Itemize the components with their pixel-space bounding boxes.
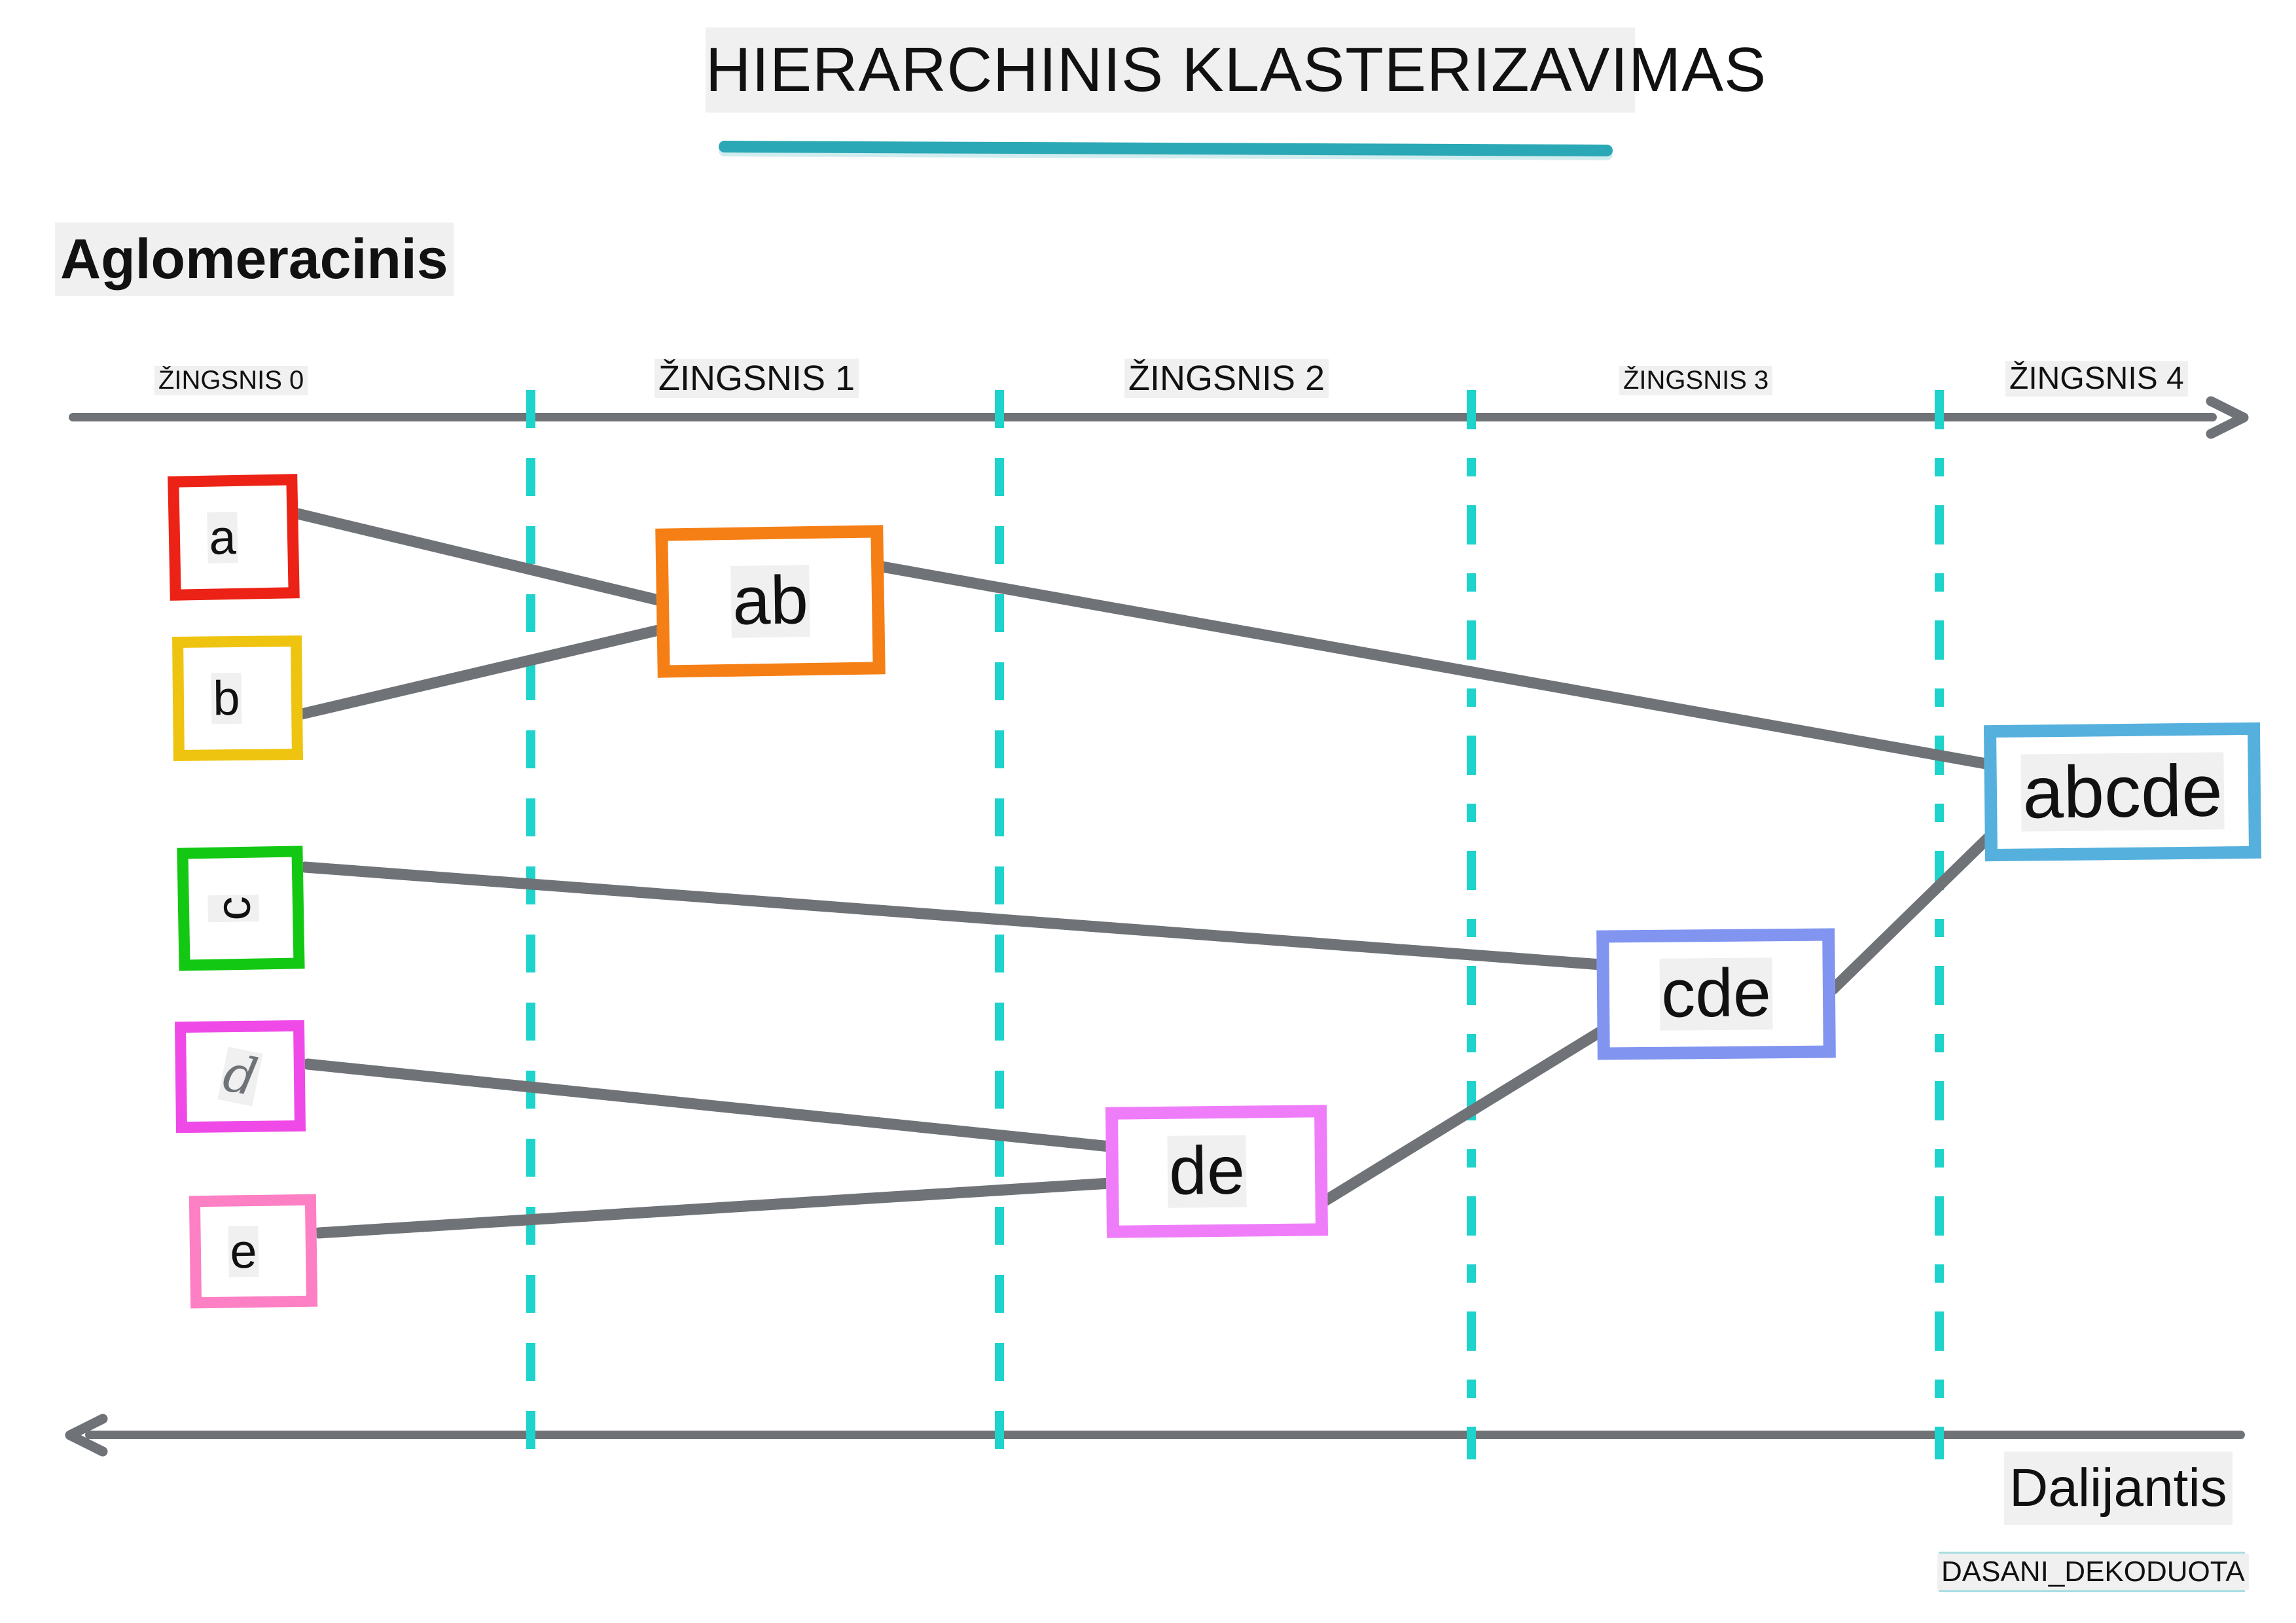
cluster-node-d[interactable]: d bbox=[174, 1020, 306, 1133]
section-heading-agglomerative: Aglomeracinis bbox=[55, 223, 454, 296]
page-title: HIERARCHINIS KLASTERIZAVIMAS bbox=[706, 27, 1766, 113]
cluster-node-cde[interactable]: cde bbox=[1596, 928, 1836, 1060]
cluster-node-e[interactable]: e bbox=[188, 1194, 318, 1309]
cluster-node-ab-label: ab bbox=[730, 562, 810, 640]
link-a-ab bbox=[292, 508, 667, 607]
arrow-left-icon bbox=[65, 1414, 108, 1457]
watermark-label: DASANI_DEKODUOTA bbox=[1937, 1554, 2249, 1590]
cluster-node-de[interactable]: de bbox=[1105, 1105, 1329, 1238]
link-b-ab bbox=[296, 624, 667, 720]
link-c-cde bbox=[299, 861, 1607, 971]
step-label-3: ŽINGSNIS 3 bbox=[1619, 366, 1773, 395]
cluster-node-d-label: d bbox=[217, 1044, 263, 1109]
link-de-cde bbox=[1320, 1026, 1607, 1206]
step-label-0: ŽINGSNIS 0 bbox=[154, 366, 308, 395]
link-e-de bbox=[313, 1177, 1116, 1239]
cluster-node-e-label: e bbox=[228, 1224, 259, 1279]
step-label-1: ŽINGSNIS 1 bbox=[655, 359, 859, 399]
link-cde-abcde bbox=[1827, 830, 1996, 995]
section-heading-divisive: Dalijantis bbox=[2004, 1452, 2233, 1525]
step-divider-3 bbox=[1467, 390, 1476, 1459]
link-ab-abcde bbox=[876, 561, 1996, 770]
step-divider-1 bbox=[526, 390, 535, 1459]
cluster-node-a-label: a bbox=[207, 510, 238, 565]
cluster-node-c-label: c bbox=[205, 895, 260, 923]
step-divider-2 bbox=[995, 390, 1004, 1459]
step-label-2: ŽINGSNIS 2 bbox=[1124, 359, 1329, 399]
cluster-node-abcde[interactable]: abcde bbox=[1983, 722, 2262, 862]
step-divider-4 bbox=[1935, 390, 1944, 1459]
cluster-node-cde-label: cde bbox=[1659, 955, 1773, 1033]
link-d-de bbox=[302, 1058, 1116, 1152]
top-timeline-axis bbox=[69, 413, 2217, 421]
title-underline-bar bbox=[718, 141, 1613, 156]
cluster-node-de-label: de bbox=[1167, 1132, 1247, 1210]
bottom-timeline-axis bbox=[85, 1431, 2245, 1439]
cluster-node-a[interactable]: a bbox=[168, 474, 300, 601]
cluster-node-abcde-label: abcde bbox=[2020, 749, 2225, 834]
cluster-node-c[interactable]: c bbox=[177, 846, 305, 971]
cluster-node-ab[interactable]: ab bbox=[655, 525, 886, 678]
arrow-right-icon bbox=[2206, 396, 2249, 439]
cluster-node-b-label: b bbox=[211, 671, 242, 726]
cluster-node-b[interactable]: b bbox=[172, 635, 303, 762]
step-label-4: ŽINGSNIS 4 bbox=[2005, 361, 2188, 397]
